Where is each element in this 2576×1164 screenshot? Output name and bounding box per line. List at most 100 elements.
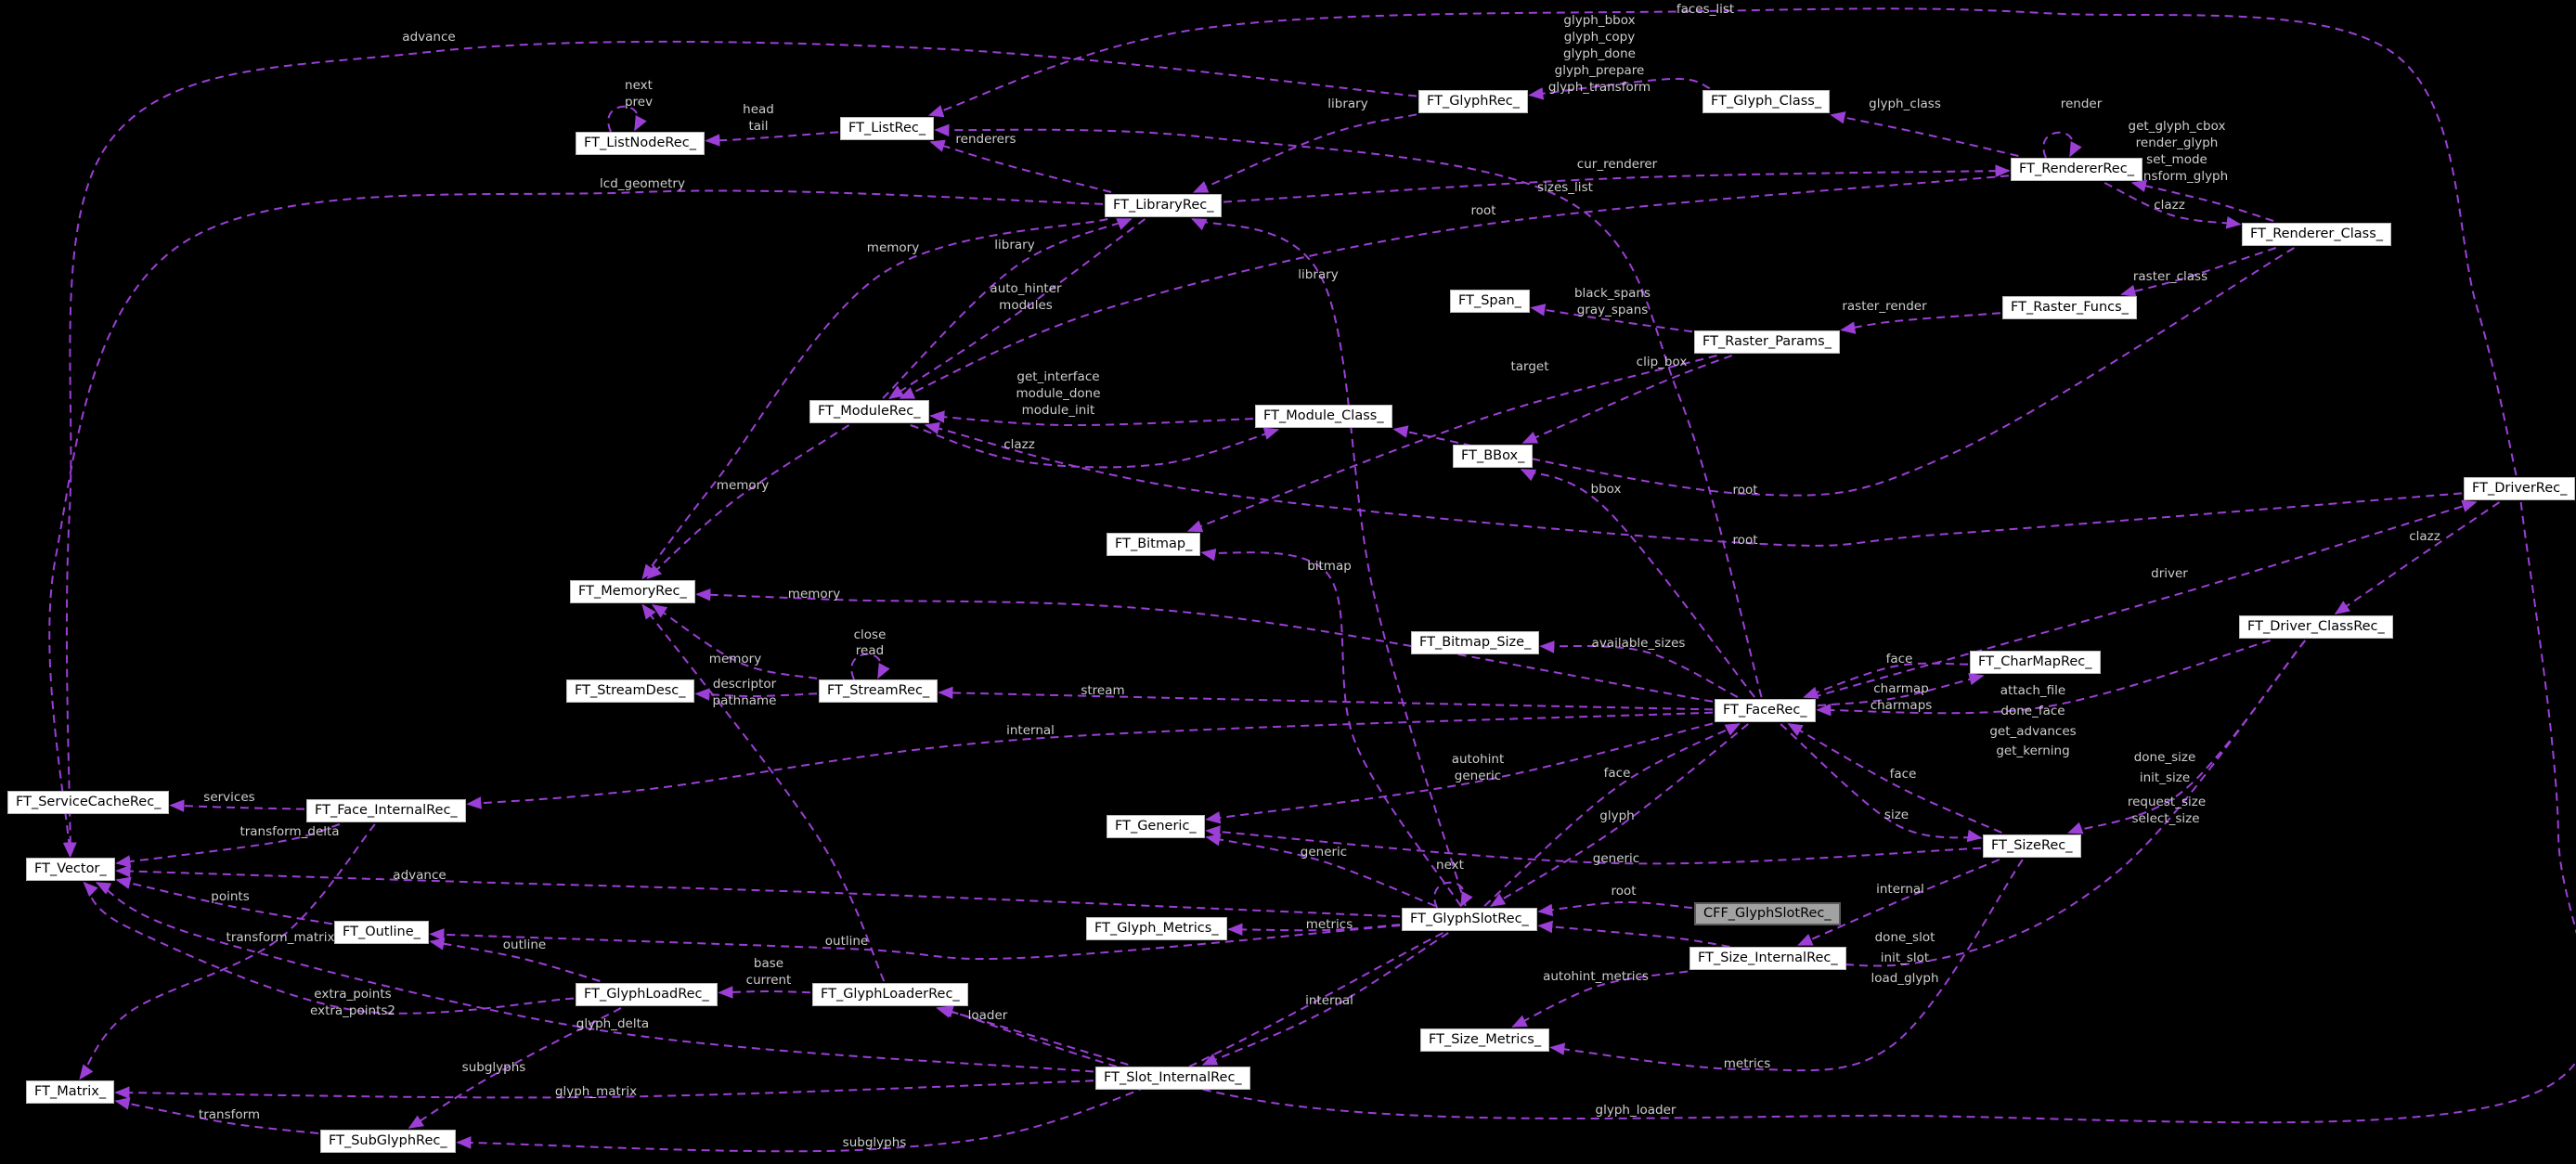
edge-label: clazz (2409, 529, 2440, 544)
edge (641, 603, 886, 982)
node-FT_Driver_ClassRec_[interactable]: FT_Driver_ClassRec_ (2239, 615, 2393, 639)
node-CFF_GlyphSlotRec_[interactable]: CFF_GlyphSlotRec_ (1694, 902, 1841, 925)
node-FT_ModuleRec_[interactable]: FT_ModuleRec_ (809, 400, 929, 423)
edge-label: subglyphs (842, 1135, 907, 1150)
node-FT_LibraryRec_[interactable]: FT_LibraryRec_ (1105, 194, 1223, 217)
edge-label: library (1298, 267, 1339, 282)
node-FT_Bitmap_Size_[interactable]: FT_Bitmap_Size_ (1411, 631, 1540, 654)
edge (1489, 723, 1749, 907)
edge (429, 938, 601, 982)
edge (929, 139, 1112, 193)
node-FT_Size_Metrics_[interactable]: FT_Size_Metrics_ (1420, 1028, 1550, 1052)
node-FT_ListRec_[interactable]: FT_ListRec_ (840, 117, 935, 140)
node-FT_MemoryRec_[interactable]: FT_MemoryRec_ (570, 580, 695, 603)
edge (1817, 672, 1985, 707)
node-FT_Generic_[interactable]: FT_Generic_ (1107, 815, 1205, 838)
node-FT_Vector_[interactable]: FT_Vector_ (26, 858, 115, 881)
node-FT_Size_InternalRec_[interactable]: FT_Size_InternalRec_ (1689, 947, 1846, 970)
node-FT_FaceRec_[interactable]: FT_FaceRec_ (1715, 699, 1816, 722)
node-FT_GlyphLoaderRec_[interactable]: FT_GlyphLoaderRec_ (812, 983, 968, 1006)
edge (2104, 182, 2242, 229)
edge-label: transform (198, 1107, 261, 1122)
edge-label: close (853, 627, 887, 642)
edge-label: root (1611, 884, 1637, 899)
edge-label: gray_spans (1576, 303, 1649, 317)
edge-label: metrics (1305, 917, 1353, 932)
node-FT_RendererRec_[interactable]: FT_RendererRec_ (2011, 158, 2142, 181)
node-FT_SizeRec_[interactable]: FT_SizeRec_ (1983, 834, 2081, 858)
edge-label: raster_render (1842, 299, 1927, 314)
edge-label: base (753, 956, 784, 971)
node-FT_Renderer_Class_[interactable]: FT_Renderer_Class_ (2242, 223, 2392, 246)
edge-label: glyph (1599, 808, 1635, 823)
node-FT_Span_[interactable]: FT_Span_ (1450, 290, 1530, 313)
edge-label: transform_matrix (226, 930, 335, 945)
edge (466, 711, 1714, 809)
edge (705, 131, 839, 147)
edge (924, 421, 2463, 547)
edge-label: glyph_loader (1595, 1103, 1676, 1118)
node-FT_GlyphRec_[interactable]: FT_GlyphRec_ (1418, 90, 1528, 113)
edge-label: sizes_list (1537, 180, 1593, 195)
node-FT_ListNodeRec_[interactable]: FT_ListNodeRec_ (576, 132, 705, 155)
edge-label: memory (708, 652, 762, 666)
node-FT_StreamDesc_[interactable]: FT_StreamDesc_ (566, 679, 694, 703)
node-FT_Matrix_[interactable]: FT_Matrix_ (26, 1080, 115, 1104)
edge (95, 882, 1094, 1073)
node-FT_GlyphLoadRec_[interactable]: FT_GlyphLoadRec_ (576, 983, 718, 1006)
node-FT_BBox_[interactable]: FT_BBox_ (1453, 445, 1534, 468)
edge-label: face (1885, 652, 1913, 666)
edge (938, 686, 1714, 711)
edge (1201, 932, 1449, 1066)
edge-label: outline (824, 934, 869, 949)
edge (1392, 247, 2295, 497)
edge (2334, 501, 2501, 614)
edge-label: root (1732, 483, 1758, 498)
edge (2120, 247, 2277, 297)
node-FT_StreamRec_[interactable]: FT_StreamRec_ (819, 679, 938, 703)
edge-label: set_mode (2146, 152, 2207, 167)
node-FT_Glyph_Metrics_[interactable]: FT_Glyph_Metrics_ (1086, 917, 1227, 940)
edge-label: available_sizes (1591, 636, 1686, 651)
node-FT_GlyphSlotRec_[interactable]: FT_GlyphSlotRec_ (1402, 908, 1537, 931)
edge-label: loader (967, 1008, 1008, 1023)
edge (1549, 859, 2024, 1072)
node-FT_DriverRec_[interactable]: FT_DriverRec_ (2464, 477, 2576, 500)
node-FT_Glyph_Class_[interactable]: FT_Glyph_Class_ (1702, 90, 1831, 113)
edge-label: glyph_bbox (1563, 13, 1636, 28)
edge (1803, 662, 1969, 699)
edge-label: transform_delta (239, 824, 340, 839)
edge (1205, 825, 1982, 865)
edge (1192, 113, 1417, 193)
node-FT_Outline_[interactable]: FT_Outline_ (334, 921, 429, 944)
edge (1537, 640, 2306, 967)
edge (1787, 723, 2002, 834)
edge (938, 501, 2576, 1124)
node-FT_ServiceCacheRec_[interactable]: FT_ServiceCacheRec_ (7, 791, 170, 814)
edge-label: get_kerning (1996, 744, 2070, 758)
edge-label: clip_box (1636, 355, 1688, 369)
node-FT_SubGlyphRec_[interactable]: FT_SubGlyphRec_ (320, 1130, 456, 1153)
edge (429, 924, 1401, 960)
edge (1816, 640, 2271, 717)
node-FT_CharMapRec_[interactable]: FT_CharMapRec_ (1970, 651, 2101, 674)
node-FT_Raster_Funcs_[interactable]: FT_Raster_Funcs_ (2002, 296, 2137, 319)
node-FT_Slot_InternalRec_[interactable]: FT_Slot_InternalRec_ (1095, 1067, 1250, 1090)
edge-label: black_spans (1573, 286, 1651, 301)
edge (927, 7, 2518, 476)
edge (1830, 111, 2019, 157)
edge-label: read (855, 643, 885, 658)
node-FT_Module_Class_[interactable]: FT_Module_Class_ (1255, 405, 1392, 428)
node-FT_Face_InternalRec_[interactable]: FT_Face_InternalRec_ (306, 799, 466, 822)
node-FT_Raster_Params_[interactable]: FT_Raster_Params_ (1694, 330, 1840, 354)
edge-label: autohint_metrics (1543, 969, 1649, 984)
edge (1511, 970, 1689, 1028)
edge-label: clazz (2154, 198, 2185, 213)
edge-label: face (1603, 766, 1631, 781)
edge (641, 218, 1108, 580)
edge-label: outline (502, 938, 547, 952)
edge-label: clazz (1003, 437, 1035, 452)
node-FT_Bitmap_[interactable]: FT_Bitmap_ (1107, 533, 1201, 556)
edge (899, 175, 2010, 399)
